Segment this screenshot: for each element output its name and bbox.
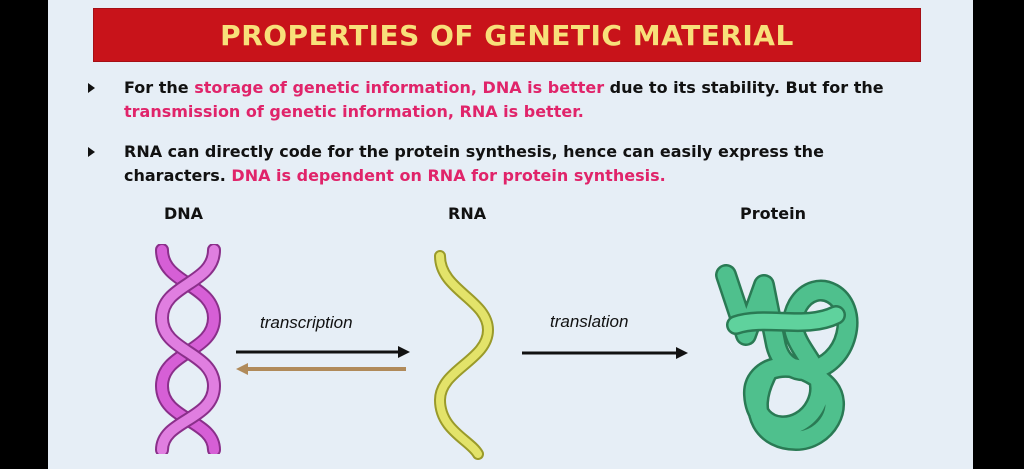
transcription-label: transcription	[260, 313, 353, 332]
dna-helix-icon	[154, 244, 222, 454]
bullet-expression: RNA can directly code for the protein sy…	[88, 140, 888, 188]
bullet-text-part: due to its stability. But for the	[604, 78, 884, 97]
protein-label: Protein	[740, 204, 806, 223]
rna-label: RNA	[448, 204, 487, 223]
bullet-marker-icon	[88, 83, 95, 93]
bullet-storage: For the storage of genetic information, …	[88, 76, 888, 124]
translation-label: translation	[550, 312, 629, 331]
bullet-text-part: For the	[124, 78, 195, 97]
slide-title: PROPERTIES OF GENETIC MATERIAL	[220, 18, 794, 52]
protein-structure-icon	[715, 264, 859, 451]
translation-arrow-icon	[522, 347, 688, 359]
bullet-text-part: RNA can directly code for the protein sy…	[124, 142, 824, 185]
rna-strand-icon	[433, 250, 495, 460]
title-bar: PROPERTIES OF GENETIC MATERIAL	[93, 8, 921, 62]
bullet-highlight: DNA is dependent on RNA for protein synt…	[231, 166, 666, 185]
transcription-arrow-icon	[236, 346, 410, 375]
slide: PROPERTIES OF GENETIC MATERIAL For the s…	[48, 0, 973, 469]
bullet-highlight: transmission of genetic information, RNA…	[124, 102, 584, 121]
bullet-highlight: storage of genetic information, DNA is b…	[194, 78, 605, 97]
dna-label: DNA	[164, 204, 204, 223]
bullet-marker-icon	[88, 147, 95, 157]
bullet-text: For the storage of genetic information, …	[124, 76, 888, 124]
bullet-text: RNA can directly code for the protein sy…	[124, 140, 888, 188]
